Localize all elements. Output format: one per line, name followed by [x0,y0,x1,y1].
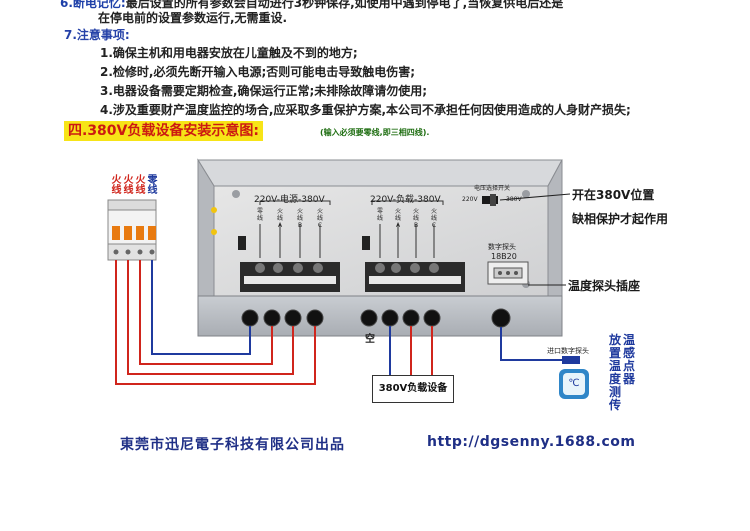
breaker-label-fire: 火线 [135,175,146,196]
terminal-label: 火线C [430,208,437,229]
top-label: 6.断电记忆: [60,0,126,10]
plate-bracket-lines [259,200,444,258]
callout-lines [499,193,571,286]
load-wires [389,326,433,375]
thermometer-icon: ℃ [559,369,589,399]
breaker-label-fire: 火线 [123,175,134,196]
voltage-selector-switch[interactable] [482,194,498,206]
cable-glands [241,308,511,328]
probe-cable-label: 进口数字探头 [547,347,589,355]
terminal-label: 火线B [412,208,419,229]
terminal-block-load [365,262,465,292]
probe-terminal [487,261,529,285]
probe-caption-col: 温度 [608,359,621,386]
input-wires [115,260,316,385]
company-name: 東莞市迅尼電子科技有限公司出品 [120,437,345,453]
probe-caption-col: 放置 [608,333,621,360]
probe-cable [500,327,580,364]
breaker-label-neutral: 零线 [147,175,158,196]
terminal-label: 火线C [316,208,323,229]
empty-label: 空 [365,334,375,345]
terminal-label: 火线A [394,208,401,229]
probe-caption-col: 点器 [622,359,635,386]
breaker-label-fire: 火线 [111,175,122,196]
section-title: 四.380V负载设备安装示意图: [64,121,263,141]
note-item: 1.确保主机和用电器安放在儿童触及不到的地方; [100,46,358,60]
load-block-label: 220V-负载-380V [370,195,441,205]
top-cut-line: 6.断电记忆:最后设置的所有参数会自动进行3秒钟保存,如使用中遇到停电了,当恢复… [60,0,563,11]
probe-title: 数字探头 [488,243,516,251]
terminal-block-power [240,262,340,292]
company-url[interactable]: http://dgsenny.1688.com [427,434,636,450]
top-continuation: 在停电前的设置参数运行,无需重设. [98,11,288,25]
callout-switch-position: 开在380V位置 [572,188,655,202]
note-item: 3.电器设备需要定期检查,确保运行正常;未排除故障请勿使用; [100,84,428,98]
load-device-box: 380V负载设备 [372,375,454,403]
terminal-label: 火线A [276,208,283,229]
callout-phase-protection: 缺相保护才起作用 [572,212,669,226]
terminal-label: 零线 [256,208,263,222]
power-block-label: 220V-电源-380V [254,195,325,205]
section-note: (输入必须要零线,即三相四线). [320,128,430,137]
circuit-breaker [107,199,157,261]
probe-caption-col: 温感 [622,333,635,360]
probe-model: 18B20 [491,252,517,261]
switch-label-380: 380V [506,196,522,203]
switch-label-220: 220V [462,196,478,203]
note-item: 2.检修时,必须先断开输入电源;否则可能电击导致触电伤害; [100,65,416,79]
top-text: 最后设置的所有参数会自动进行3秒钟保存,如使用中遇到停电了,当恢复供电后还是 [125,0,564,10]
switch-title: 电压选择开关 [474,185,511,192]
terminal-label: 火线B [296,208,303,229]
celsius-symbol: ℃ [563,373,585,395]
probe-caption-col: 测传 [608,385,621,412]
callout-probe-socket: 温度探头插座 [568,279,641,293]
note-item: 4.涉及重要财产温度监控的场合,应采取多重保护方案,本公司不承担任何因使用造成的… [100,103,631,117]
notes-title: 7.注意事项: [64,28,130,42]
terminal-label: 零线 [376,208,383,222]
